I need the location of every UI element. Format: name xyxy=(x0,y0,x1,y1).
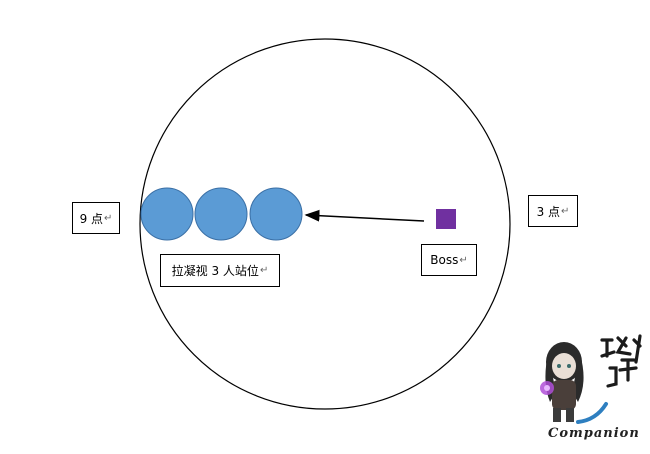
player-marker-3 xyxy=(249,187,303,241)
boss-label: Boss↵ xyxy=(421,244,477,276)
paragraph-mark-icon: ↵ xyxy=(259,265,269,276)
paragraph-mark-icon: ↵ xyxy=(561,205,570,217)
three-oclock-label: 3 点↵ xyxy=(528,195,578,227)
formation-caption-text: 拉凝视 3 人站位 xyxy=(171,264,259,278)
companion-watermark-logo xyxy=(540,334,642,424)
paragraph-mark-icon: ↵ xyxy=(459,254,468,266)
player-marker-1 xyxy=(140,187,194,241)
pull-arrow xyxy=(304,209,425,222)
three-oclock-text: 3 点 xyxy=(536,204,561,219)
paragraph-mark-icon: ↵ xyxy=(104,212,113,224)
watermark-text: Companion xyxy=(548,426,640,441)
formation-caption: 拉凝视 3 人站位↵ xyxy=(160,254,280,287)
arena-circle xyxy=(139,38,511,410)
nine-oclock-text: 9 点 xyxy=(79,211,104,226)
player-marker-2 xyxy=(194,187,248,241)
boss-text: Boss xyxy=(430,253,459,267)
boss-marker xyxy=(436,209,456,229)
nine-oclock-label: 9 点↵ xyxy=(72,202,120,234)
